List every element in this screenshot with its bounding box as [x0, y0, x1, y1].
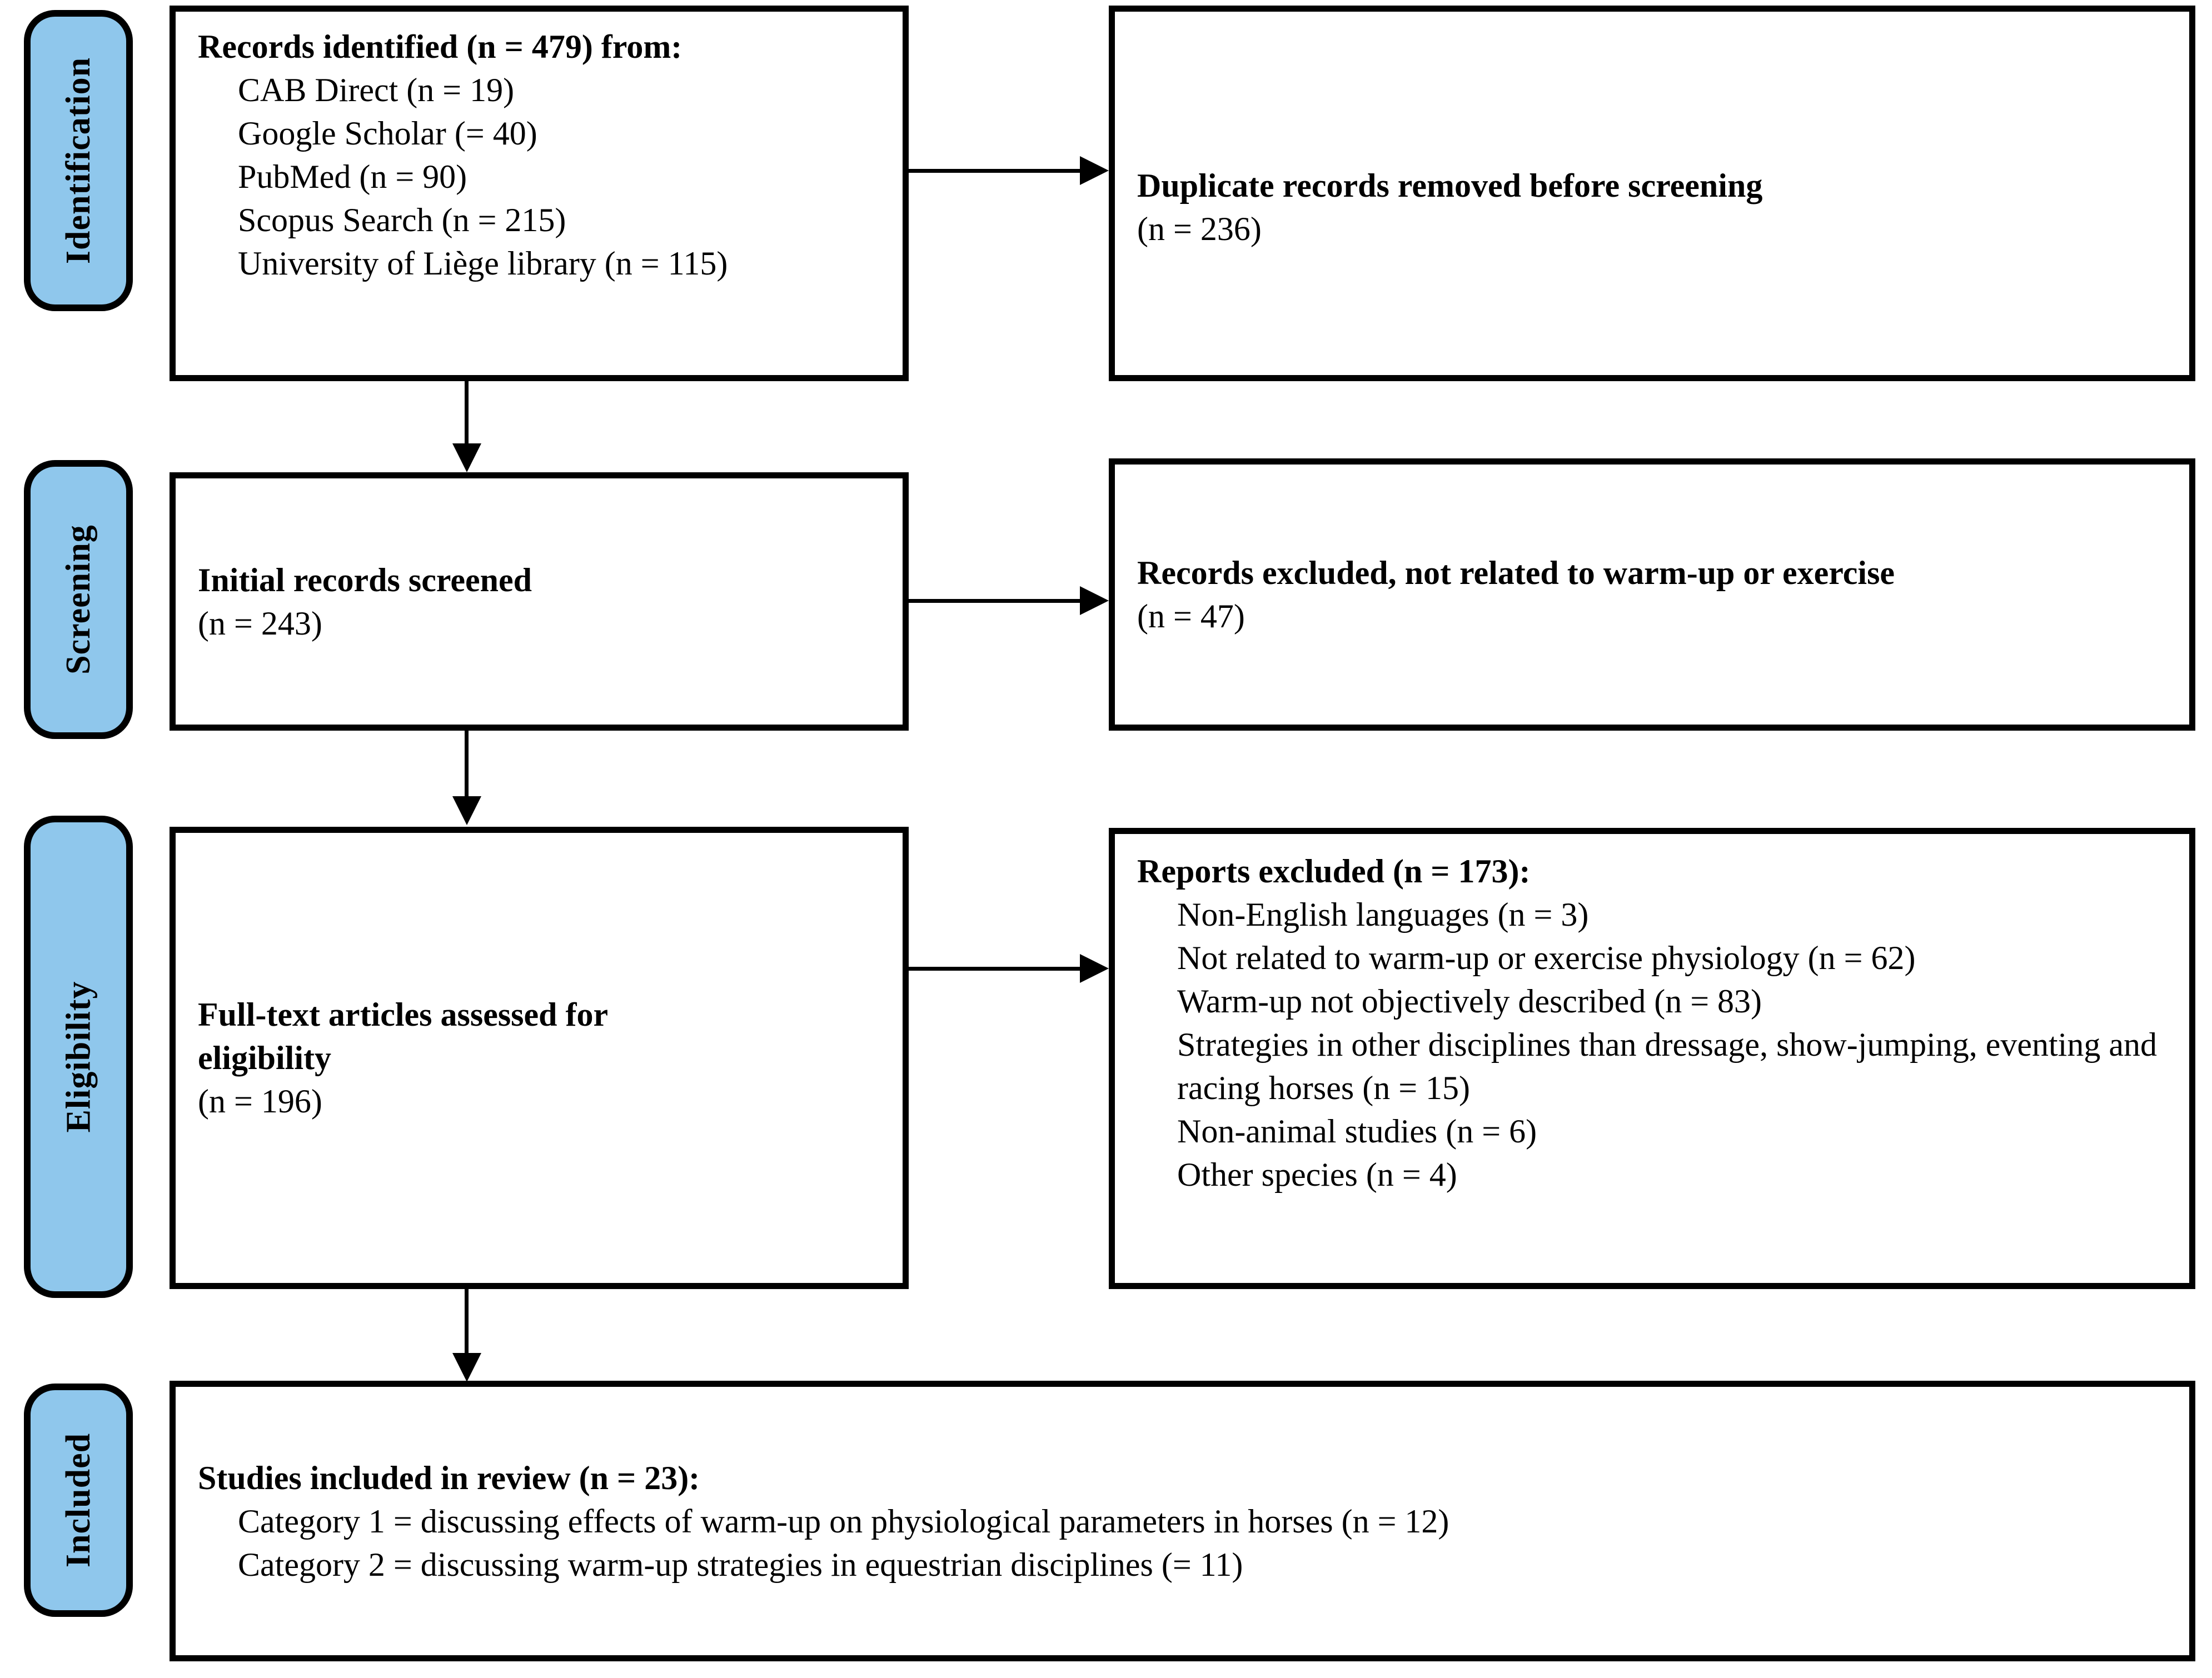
box-initial-records-screened: Initial records screened (n = 243): [170, 472, 909, 731]
box-duplicates-removed: Duplicate records removed before screeni…: [1109, 6, 2195, 381]
box-reports-excluded: Reports excluded (n = 173): Non-English …: [1109, 828, 2195, 1289]
reason-not-related: Not related to warm-up or exercise physi…: [1177, 940, 1916, 976]
reason-other-disciplines: Strategies in other disciplines than dre…: [1177, 1026, 2157, 1106]
arrowhead-eligibility-to-reports-excluded: [1080, 954, 1109, 983]
source-cab-direct: CAB Direct (n = 19): [238, 72, 515, 108]
stage-label-identification: Identification: [24, 10, 133, 311]
source-university-liege-library: University of Liège library (n = 115): [238, 245, 728, 282]
fulltext-assessed-count: (n = 196): [198, 1083, 322, 1120]
box-records-excluded: Records excluded, not related to warm-up…: [1109, 458, 2195, 731]
included-category-2: Category 2 = discussing warm-up strategi…: [238, 1546, 1243, 1583]
initial-records-screened-count: (n = 243): [198, 605, 322, 642]
box-records-identified: Records identified (n = 479) from: CAB D…: [170, 6, 909, 381]
duplicates-removed-count: (n = 236): [1137, 211, 1262, 247]
connector-screening-to-eligibility: [465, 731, 469, 796]
records-excluded-count: (n = 47): [1137, 598, 1245, 635]
connector-identification-to-duplicates: [909, 169, 1080, 173]
arrowhead-eligibility-to-included: [452, 1353, 481, 1382]
stage-label-screening-text: Screening: [59, 525, 97, 675]
arrowhead-identification-to-screening: [452, 443, 481, 472]
connector-eligibility-to-reports-excluded: [909, 967, 1080, 971]
source-scopus-search: Scopus Search (n = 215): [238, 202, 566, 238]
records-identified-heading: Records identified (n = 479) from:: [198, 28, 682, 65]
stage-label-eligibility-text: Eligibility: [59, 981, 97, 1133]
included-category-1: Category 1 = discussing effects of warm-…: [238, 1502, 1449, 1540]
fulltext-assessed-heading-line2: eligibility: [198, 1040, 331, 1076]
source-pubmed: PubMed (n = 90): [238, 158, 467, 195]
connector-eligibility-to-included: [465, 1289, 469, 1353]
box-fulltext-assessed: Full-text articles assessed for eligibil…: [170, 827, 909, 1289]
records-excluded-heading: Records excluded, not related to warm-up…: [1137, 555, 1895, 591]
stage-label-included: Included: [24, 1384, 133, 1617]
fulltext-assessed-heading-line1: Full-text articles assessed for: [198, 996, 609, 1033]
connector-identification-to-screening: [465, 381, 469, 443]
arrowhead-identification-to-duplicates: [1080, 156, 1109, 185]
box-studies-included: Studies included in review (n = 23): Cat…: [170, 1381, 2195, 1661]
reports-excluded-heading: Reports excluded (n = 173):: [1137, 853, 1531, 890]
stage-label-identification-text: Identification: [59, 57, 98, 264]
stage-label-eligibility: Eligibility: [24, 816, 133, 1298]
initial-records-screened-heading: Initial records screened: [198, 561, 532, 598]
duplicates-removed-heading: Duplicate records removed before screeni…: [1137, 167, 1763, 204]
reason-not-objectively-described: Warm-up not objectively described (n = 8…: [1177, 983, 1762, 1020]
arrowhead-screening-to-eligibility: [452, 796, 481, 825]
connector-screening-to-excluded: [909, 599, 1080, 603]
arrowhead-screening-to-excluded: [1080, 586, 1109, 615]
stage-label-screening: Screening: [24, 460, 133, 739]
studies-included-heading: Studies included in review (n = 23):: [198, 1459, 700, 1496]
reason-non-english: Non-English languages (n = 3): [1177, 896, 1589, 933]
reason-other-species: Other species (n = 4): [1177, 1156, 1457, 1193]
reason-non-animal-studies: Non-animal studies (n = 6): [1177, 1113, 1537, 1150]
source-google-scholar: Google Scholar (= 40): [238, 115, 537, 152]
stage-label-included-text: Included: [59, 1432, 98, 1568]
